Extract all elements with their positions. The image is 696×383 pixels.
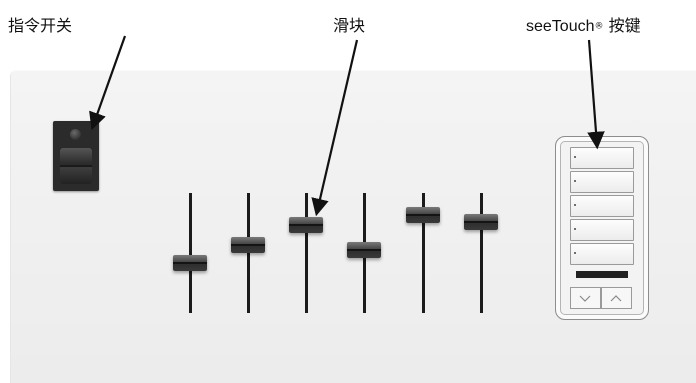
seetouch-button-text: 按键 [608, 16, 641, 35]
label-seetouch-button: seeTouch® 按键 [526, 12, 641, 36]
label-slider: 滑块 [333, 16, 366, 35]
raise-button[interactable] [601, 287, 632, 309]
lower-button[interactable] [570, 287, 601, 309]
slider-track-3 [305, 193, 308, 313]
button-led-icon [574, 156, 576, 158]
keypad-button-5[interactable] [570, 243, 634, 265]
seetouch-keypad [555, 136, 649, 320]
button-led-icon [574, 180, 576, 182]
slider-track-6 [480, 193, 483, 313]
label-command-switch: 指令开关 [8, 16, 73, 35]
button-led-icon [574, 228, 576, 230]
keypad-button-3[interactable] [570, 195, 634, 217]
chevron-up-icon [610, 295, 622, 302]
slider-knob-2[interactable] [231, 236, 265, 253]
registered-mark: ® [594, 21, 604, 32]
keypad-button-4[interactable] [570, 219, 634, 241]
chevron-down-icon [579, 295, 591, 302]
slider-knob-5[interactable] [406, 206, 440, 223]
slider-track-2 [247, 193, 250, 313]
keypad-button-1[interactable] [570, 147, 634, 169]
slider-knob-1[interactable] [173, 254, 207, 271]
keypad-status-bar [576, 271, 628, 278]
slider-knob-4[interactable] [347, 242, 381, 258]
button-led-icon [574, 204, 576, 206]
button-led-icon [574, 252, 576, 254]
seetouch-brand-text: seeTouch [526, 18, 595, 35]
slider-knob-6[interactable] [464, 213, 498, 230]
slider-knob-3[interactable] [289, 217, 323, 234]
slider-track-5 [422, 193, 425, 313]
slider-track-1 [189, 193, 192, 313]
switch-led-icon [70, 129, 81, 140]
command-switch[interactable] [53, 121, 99, 191]
rocker-divider [60, 165, 92, 167]
keypad-button-2[interactable] [570, 171, 634, 193]
